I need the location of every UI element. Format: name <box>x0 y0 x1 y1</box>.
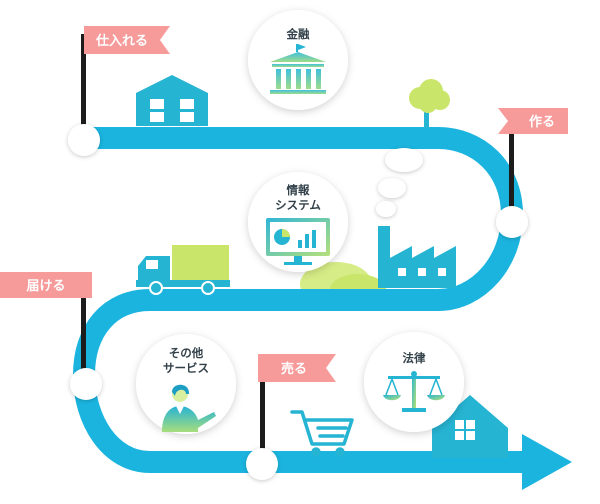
flag-make-label: 作る <box>529 114 555 130</box>
milestone-make <box>496 206 528 238</box>
flag-procure-label: 仕入れる <box>95 33 148 49</box>
flag-procure: 仕入れる <box>81 26 170 134</box>
flag-sell-label: 売る <box>281 361 307 377</box>
factory-icon <box>378 226 456 288</box>
scales-icon <box>383 371 445 412</box>
road-arrow-head <box>522 434 572 490</box>
flag-sell: 売る <box>258 354 336 464</box>
service-finance-label: 金融 <box>286 27 310 41</box>
service-other: その他 サービス <box>136 334 236 434</box>
milestone-deliver <box>70 368 102 400</box>
flag-make: 作る <box>498 108 568 210</box>
service-finance: 金融 <box>248 10 348 110</box>
service-other-label-2: サービス <box>163 361 209 375</box>
flag-deliver: 届ける <box>0 272 92 380</box>
service-information-system: 情報 システム <box>248 172 348 272</box>
milestone-sell <box>246 448 278 480</box>
bank-icon <box>270 44 326 94</box>
warehouse-icon <box>136 75 208 126</box>
person-icon <box>162 384 216 432</box>
service-other-label-1: その他 <box>169 346 204 360</box>
shopping-cart-icon <box>290 410 354 457</box>
service-law-label: 法律 <box>403 351 426 365</box>
service-info-label-2: システム <box>275 198 321 212</box>
service-law: 法律 <box>364 332 464 432</box>
store-icon <box>432 395 508 458</box>
service-info-label-1: 情報 <box>286 183 310 197</box>
tree-icon <box>409 79 450 128</box>
flag-deliver-label: 届ける <box>26 279 65 294</box>
road <box>73 127 530 473</box>
truck-icon <box>136 245 230 295</box>
milestone-procure <box>68 124 100 156</box>
monitor-icon <box>266 218 330 265</box>
smoke-icon <box>376 148 423 217</box>
